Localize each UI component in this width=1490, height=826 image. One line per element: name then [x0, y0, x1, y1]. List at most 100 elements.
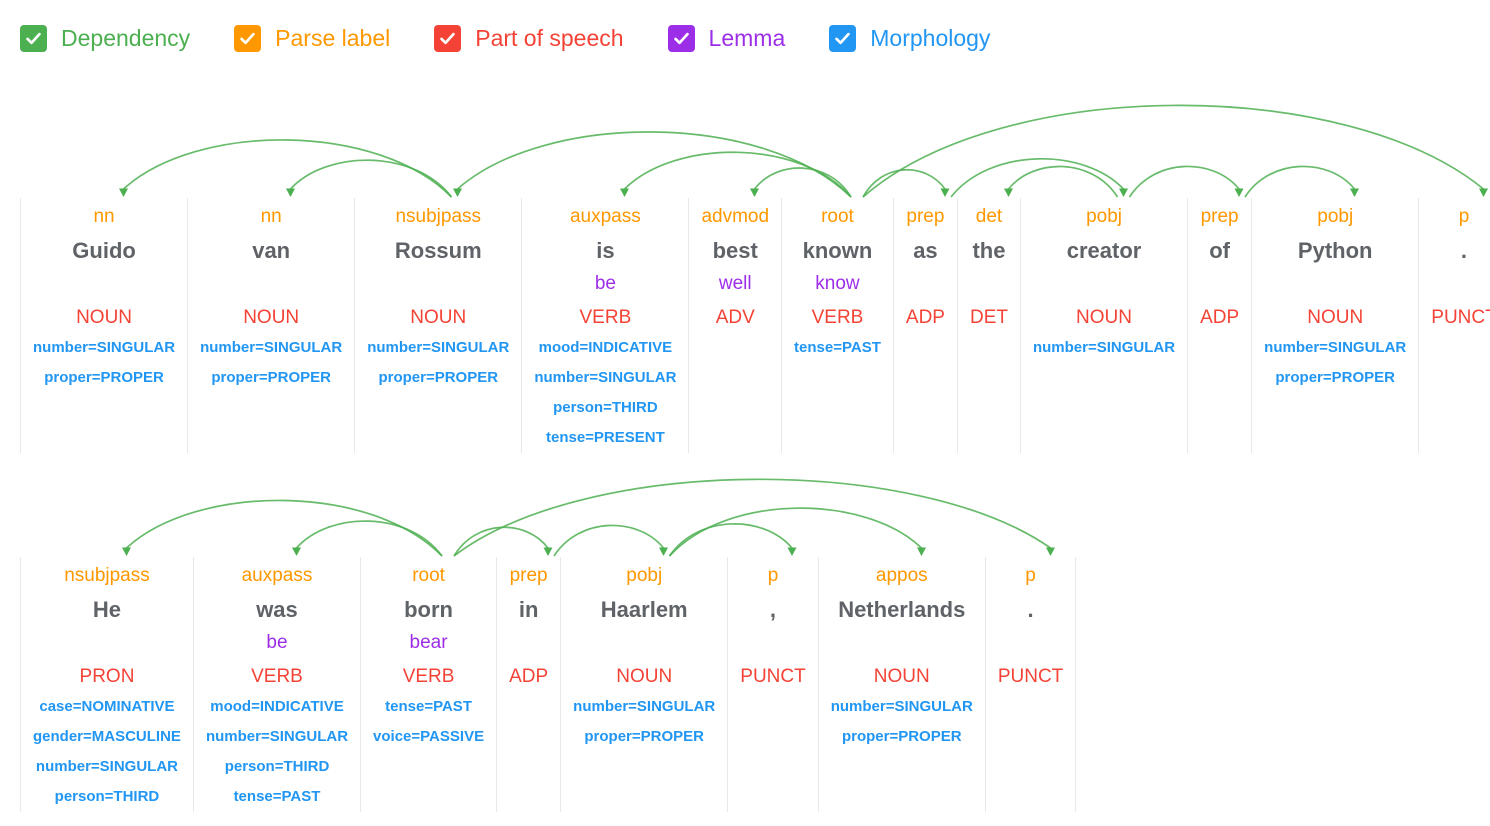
token-lemma: be	[594, 273, 616, 294]
pos-tag: NOUN	[243, 307, 300, 328]
parse-label-checkbox-icon[interactable]	[234, 24, 262, 52]
checkbox-morphology[interactable]: Morphology	[829, 24, 991, 52]
token-lemma	[200, 270, 342, 301]
token-word: Haarlem	[600, 597, 688, 622]
morph-feature: number=SINGULAR	[200, 339, 343, 356]
morph-feature: proper=PROPER	[211, 369, 331, 386]
morph-feature: number=SINGULAR	[35, 758, 179, 775]
pos-tag: ADP	[509, 666, 549, 687]
parse-label: auxpass	[241, 565, 313, 586]
parse-label: prep	[1200, 206, 1239, 227]
morph-feature: person=THIRD	[553, 399, 658, 416]
token-word: ,	[769, 597, 777, 622]
parse-label: pobj	[626, 565, 663, 586]
parse-label: auxpass	[569, 206, 641, 227]
token-word: creator	[1066, 238, 1142, 263]
lemma-label: Lemma	[708, 24, 786, 51]
morph-feature: number=SINGULAR	[534, 369, 677, 386]
token-lemma	[831, 629, 973, 660]
pos-tag: NOUN	[616, 666, 673, 687]
token-word: was	[256, 597, 298, 622]
token-lemma	[906, 270, 945, 301]
checkbox-parse-label[interactable]: Parse label	[234, 24, 391, 52]
morph-feature: number=SINGULAR	[205, 728, 349, 745]
pos-tag: ADP	[1200, 307, 1240, 328]
token-word: as	[913, 238, 938, 263]
token-word: of	[1209, 238, 1230, 263]
token-word: born	[404, 597, 453, 622]
pos-tag: NOUN	[76, 307, 133, 328]
morph-feature: mood=INDICATIVE	[210, 698, 344, 715]
parse-label: pobj	[1317, 206, 1354, 227]
token-word: is	[596, 238, 615, 263]
token-word: van	[252, 238, 291, 263]
lemma-checkbox-icon[interactable]	[667, 24, 695, 52]
morph-feature: proper=PROPER	[44, 369, 164, 386]
token-lemma	[1431, 270, 1490, 301]
pos-tag: PUNCT	[740, 666, 806, 687]
morph-feature: proper=PROPER	[841, 728, 962, 745]
morph-feature: number=SINGULAR	[367, 339, 510, 356]
parse-label: prep	[906, 206, 945, 227]
token-word: known	[802, 238, 873, 263]
token-lemma	[740, 629, 805, 660]
dependency-arcs-sentence-2	[122, 478, 1055, 557]
token-word: the	[972, 238, 1006, 263]
morphology-checkbox-icon[interactable]	[829, 24, 857, 52]
checkbox-part-of-speech[interactable]: Part of speech	[434, 24, 624, 52]
morph-feature: person=THIRD	[54, 788, 160, 805]
parse-label: nn	[260, 206, 282, 227]
morph-feature: tense=PAST	[794, 339, 881, 356]
parse-label: appos	[875, 565, 928, 586]
morph-feature: case=NOMINATIVE	[39, 698, 175, 715]
pos-tag: VERB	[579, 307, 632, 328]
token-word: in	[518, 597, 539, 622]
pos-tag: PUNCT	[997, 666, 1064, 687]
parse-label: root	[412, 565, 445, 586]
pos-tag: PRON	[79, 666, 135, 687]
token-lemma	[33, 629, 181, 660]
parse-label: pobj	[1086, 206, 1122, 227]
token-column: p.PUNCT	[1418, 198, 1490, 453]
morphology-label: Morphology	[870, 24, 991, 51]
morph-feature: voice=PASSIVE	[373, 728, 485, 745]
checkbox-lemma[interactable]: Lemma	[667, 24, 786, 52]
parse-label: p	[1458, 206, 1470, 227]
parse-label: p	[1025, 565, 1036, 586]
token-lemma	[970, 270, 1008, 301]
part-of-speech-checkbox-icon[interactable]	[434, 24, 462, 52]
morph-feature: person=THIRD	[224, 758, 330, 775]
parse-label: nn	[93, 206, 115, 227]
pos-tag: ADP	[905, 307, 945, 328]
pos-tag: VERB	[251, 666, 303, 687]
annotation-toggle-bar: Dependency Parse label Part of speech Le…	[20, 22, 1490, 54]
dependency-checkbox-icon[interactable]	[20, 24, 47, 52]
checkbox-dependency[interactable]: Dependency	[20, 24, 191, 52]
morph-feature: tense=PRESENT	[545, 429, 665, 446]
pos-tag: ADV	[715, 307, 755, 328]
sentence-2-arc-area	[20, 465, 1076, 557]
token-word: best	[712, 238, 758, 263]
token-lemma: be	[266, 632, 288, 653]
parse-label: nsubjpass	[395, 206, 482, 227]
parse-label-label: Parse label	[275, 24, 391, 51]
morph-feature: proper=PROPER	[584, 728, 705, 745]
morph-feature: number=SINGULAR	[1264, 339, 1407, 356]
parse-label: prep	[509, 565, 548, 586]
token-word: .	[1027, 597, 1034, 622]
morph-feature: number=SINGULAR	[33, 339, 176, 356]
dependency-arcs-sentence-1	[119, 104, 1488, 198]
token-word: Guido	[72, 238, 136, 263]
dependency-label: Dependency	[61, 24, 191, 51]
